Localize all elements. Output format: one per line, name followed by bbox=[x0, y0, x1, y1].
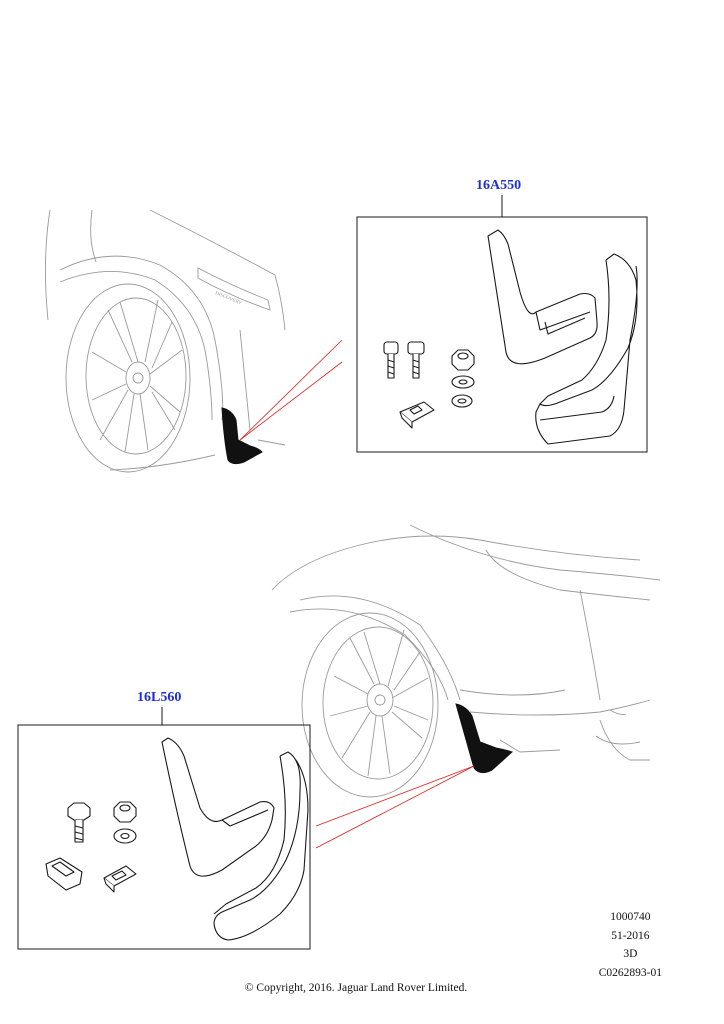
mudflap-rear-icon bbox=[213, 751, 309, 941]
washer-icon bbox=[451, 394, 473, 408]
rear-mudflap-fitted bbox=[455, 703, 513, 774]
callout-top-label: 16A550 bbox=[476, 178, 522, 193]
copyright-notice: © Copyright, 2016. Jaguar Land Rover Lim… bbox=[244, 982, 468, 994]
rear-vehicle-illustration bbox=[271, 524, 661, 798]
bolt-icon bbox=[383, 341, 399, 379]
leader-line-bottom-2 bbox=[315, 765, 475, 849]
parts-box-bottom bbox=[17, 724, 311, 950]
leader-line-top-2 bbox=[239, 361, 343, 441]
bolt-icon bbox=[67, 802, 91, 843]
reference-line-2: 51-2016 bbox=[611, 929, 650, 942]
callout-bottom-label: 16L560 bbox=[137, 690, 182, 705]
mudflap-rear-icon bbox=[535, 253, 638, 445]
clip-icon bbox=[399, 401, 435, 429]
reference-line-3: 3D bbox=[623, 948, 638, 960]
bottom-parts bbox=[45, 737, 309, 941]
washer-icon bbox=[113, 828, 137, 844]
reference-line-1: 1000740 bbox=[610, 911, 651, 923]
clip-icon bbox=[45, 857, 83, 891]
mudflap-front-icon bbox=[161, 737, 275, 877]
mudflap-front-icon bbox=[487, 229, 598, 365]
bolt-icon bbox=[407, 341, 425, 379]
leader-line-bottom-1 bbox=[315, 765, 475, 827]
nut-icon bbox=[451, 349, 475, 371]
nut-icon bbox=[113, 801, 137, 823]
washer-icon bbox=[451, 375, 475, 389]
reference-line-4: C0262893-01 bbox=[598, 966, 662, 979]
reference-block: 1000740 51-2016 3D C0262893-01 bbox=[599, 908, 662, 982]
clip-icon bbox=[103, 865, 137, 893]
front-mudflap-fitted bbox=[221, 407, 263, 465]
top-parts bbox=[383, 229, 638, 445]
leader-line-top-1 bbox=[239, 339, 343, 441]
front-vehicle-illustration: DISCOVERY bbox=[44, 209, 286, 473]
